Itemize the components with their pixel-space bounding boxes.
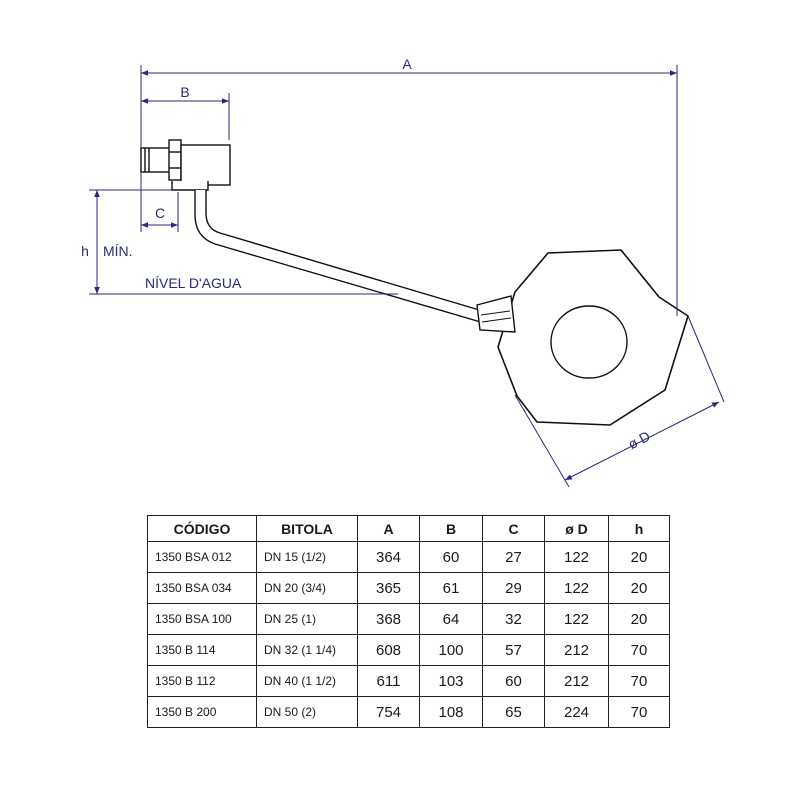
cell-d: 224 bbox=[544, 696, 609, 728]
header-b: B bbox=[419, 515, 483, 542]
cell-b: 64 bbox=[419, 603, 483, 635]
dimension-d-label: ø D bbox=[625, 428, 652, 452]
cell-codigo: 1350 B 112 bbox=[147, 665, 257, 697]
float-ball-center bbox=[550, 305, 628, 379]
cell-b: 100 bbox=[419, 634, 483, 666]
header-codigo: CÓDIGO bbox=[147, 515, 257, 542]
header-c: C bbox=[482, 515, 545, 542]
cell-a: 608 bbox=[357, 634, 420, 666]
dimensions-table: CÓDIGO BITOLA A B C ø D h 1350 BSA 012 D… bbox=[147, 515, 670, 728]
cell-c: 57 bbox=[482, 634, 545, 666]
float-arm-clamp bbox=[476, 295, 516, 333]
cell-codigo: 1350 BSA 012 bbox=[147, 541, 257, 573]
dimension-c-label: C bbox=[155, 205, 165, 221]
cell-b: 103 bbox=[419, 665, 483, 697]
cell-a: 754 bbox=[357, 696, 420, 728]
cell-d: 122 bbox=[544, 603, 609, 635]
table-row: 1350 BSA 034 DN 20 (3/4) 365 61 29 122 2… bbox=[147, 572, 670, 604]
float-arm bbox=[194, 190, 487, 324]
cell-codigo: 1350 BSA 100 bbox=[147, 603, 257, 635]
cell-a: 611 bbox=[357, 665, 420, 697]
table-row: 1350 BSA 100 DN 25 (1) 368 64 32 122 20 bbox=[147, 603, 670, 635]
cell-d: 212 bbox=[544, 665, 609, 697]
valve-housing bbox=[180, 144, 231, 186]
cell-c: 65 bbox=[482, 696, 545, 728]
cell-c: 60 bbox=[482, 665, 545, 697]
cell-h: 70 bbox=[608, 634, 670, 666]
table-row: 1350 B 200 DN 50 (2) 754 108 65 224 70 bbox=[147, 696, 670, 728]
header-h: h bbox=[608, 515, 670, 542]
cell-a: 365 bbox=[357, 572, 420, 604]
cell-h: 20 bbox=[608, 541, 670, 573]
cell-b: 61 bbox=[419, 572, 483, 604]
cell-b: 108 bbox=[419, 696, 483, 728]
dimension-c bbox=[140, 172, 179, 232]
cell-h: 20 bbox=[608, 572, 670, 604]
table-header-row: CÓDIGO BITOLA A B C ø D h bbox=[147, 515, 670, 542]
cell-d: 122 bbox=[544, 572, 609, 604]
cell-bitola: DN 32 (1 1/4) bbox=[256, 634, 358, 666]
valve-outlet bbox=[171, 181, 209, 191]
table-row: 1350 BSA 012 DN 15 (1/2) 364 60 27 122 2… bbox=[147, 541, 670, 573]
cell-d: 212 bbox=[544, 634, 609, 666]
valve-thread-stub bbox=[140, 147, 174, 173]
cell-h: 20 bbox=[608, 603, 670, 635]
cell-bitola: DN 15 (1/2) bbox=[256, 541, 358, 573]
cell-codigo: 1350 B 200 bbox=[147, 696, 257, 728]
cell-bitola: DN 25 (1) bbox=[256, 603, 358, 635]
cell-c: 29 bbox=[482, 572, 545, 604]
header-a: A bbox=[357, 515, 420, 542]
cell-c: 27 bbox=[482, 541, 545, 573]
dimension-a-label: A bbox=[402, 56, 412, 72]
cell-codigo: 1350 B 114 bbox=[147, 634, 257, 666]
float-ball bbox=[476, 249, 689, 426]
cell-bitola: DN 40 (1 1/2) bbox=[256, 665, 358, 697]
cell-bitola: DN 20 (3/4) bbox=[256, 572, 358, 604]
header-bitola: BITOLA bbox=[256, 515, 358, 542]
dimension-b-label: B bbox=[180, 84, 189, 100]
table-row: 1350 B 112 DN 40 (1 1/2) 611 103 60 212 … bbox=[147, 665, 670, 697]
header-d: ø D bbox=[544, 515, 609, 542]
valve-hex-nut bbox=[168, 139, 182, 181]
cell-c: 32 bbox=[482, 603, 545, 635]
dimension-a bbox=[140, 65, 678, 316]
dimension-h-label: h bbox=[81, 243, 89, 259]
cell-a: 368 bbox=[357, 603, 420, 635]
cell-h: 70 bbox=[608, 665, 670, 697]
cell-b: 60 bbox=[419, 541, 483, 573]
dimension-b bbox=[141, 93, 230, 140]
float-valve-drawing: A B C h MÍN. NÍVEL D'AGUA ø D bbox=[81, 56, 725, 488]
dimension-min-label: MÍN. bbox=[103, 243, 133, 259]
cell-a: 364 bbox=[357, 541, 420, 573]
dimension-d bbox=[514, 315, 725, 488]
cell-bitola: DN 50 (2) bbox=[256, 696, 358, 728]
table-row: 1350 B 114 DN 32 (1 1/4) 608 100 57 212 … bbox=[147, 634, 670, 666]
dimension-h bbox=[89, 189, 172, 294]
water-level-label: NÍVEL D'AGUA bbox=[145, 275, 242, 291]
cell-h: 70 bbox=[608, 696, 670, 728]
cell-d: 122 bbox=[544, 541, 609, 573]
cell-codigo: 1350 BSA 034 bbox=[147, 572, 257, 604]
valve-body bbox=[140, 139, 231, 191]
